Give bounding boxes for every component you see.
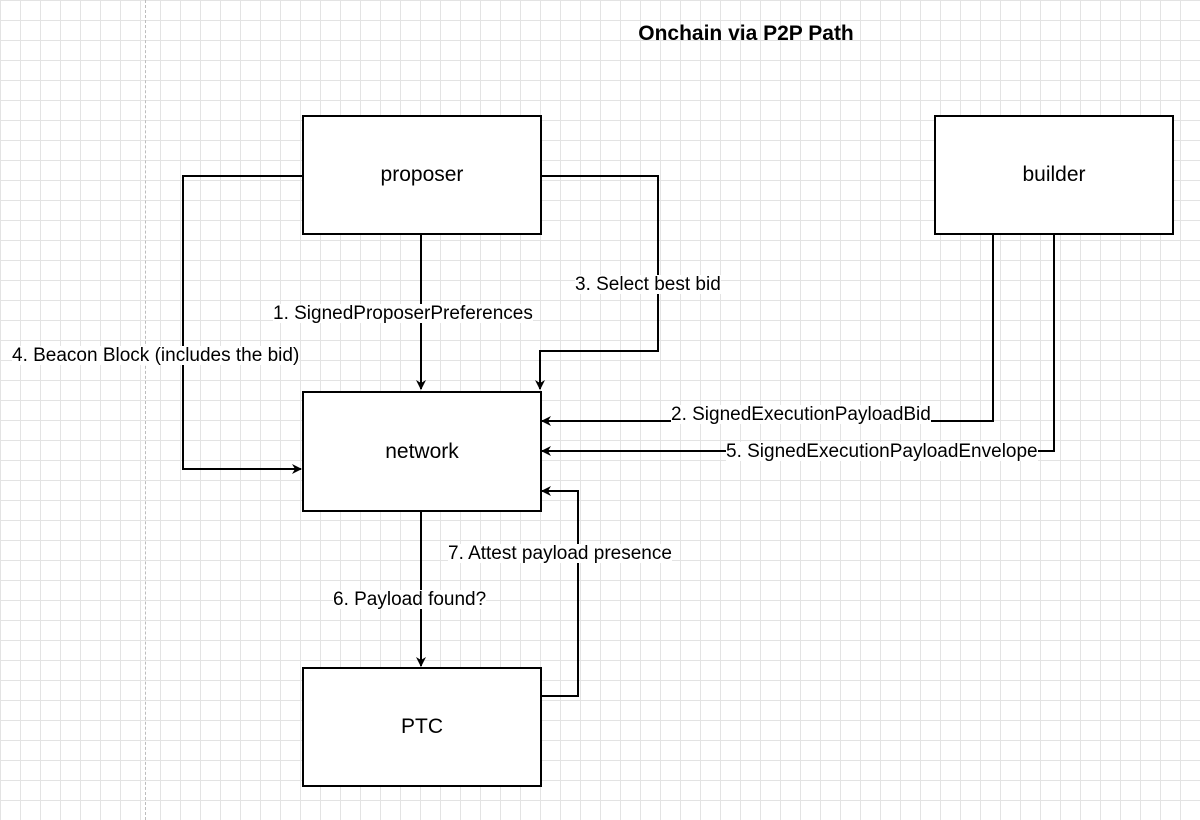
edge-step4 — [182, 175, 303, 474]
node-proposer-label: proposer — [380, 163, 464, 186]
node-network[interactable]: network — [302, 391, 542, 512]
edge-label-step1: 1. SignedProposerPreferences — [273, 303, 533, 324]
node-proposer[interactable]: proposer — [302, 115, 542, 235]
edge-label-step2: 2. SignedExecutionPayloadBid — [671, 404, 931, 425]
node-ptc-label: PTC — [401, 715, 443, 738]
node-network-label: network — [385, 439, 459, 463]
edge-label-step3: 3. Select best bid — [575, 274, 721, 295]
edge-step2 — [541, 234, 994, 426]
edge-label-step6: 6. Payload found? — [333, 589, 487, 610]
node-builder[interactable]: builder — [934, 115, 1174, 235]
node-ptc[interactable]: PTC — [302, 667, 542, 787]
edge-label-step4: 4. Beacon Block (includes the bid) — [12, 345, 300, 366]
edge-label-step7: 7. Attest payload presence — [448, 543, 672, 564]
edge-label-step5: 5. SignedExecutionPayloadEnvelope — [726, 441, 1038, 462]
node-builder-label: builder — [1022, 163, 1086, 186]
edge-step7 — [541, 486, 579, 697]
edge-step3 — [535, 175, 659, 390]
page-divider — [145, 0, 146, 820]
diagram-title: Onchain via P2P Path — [638, 22, 854, 45]
edge-step5 — [541, 234, 1055, 456]
